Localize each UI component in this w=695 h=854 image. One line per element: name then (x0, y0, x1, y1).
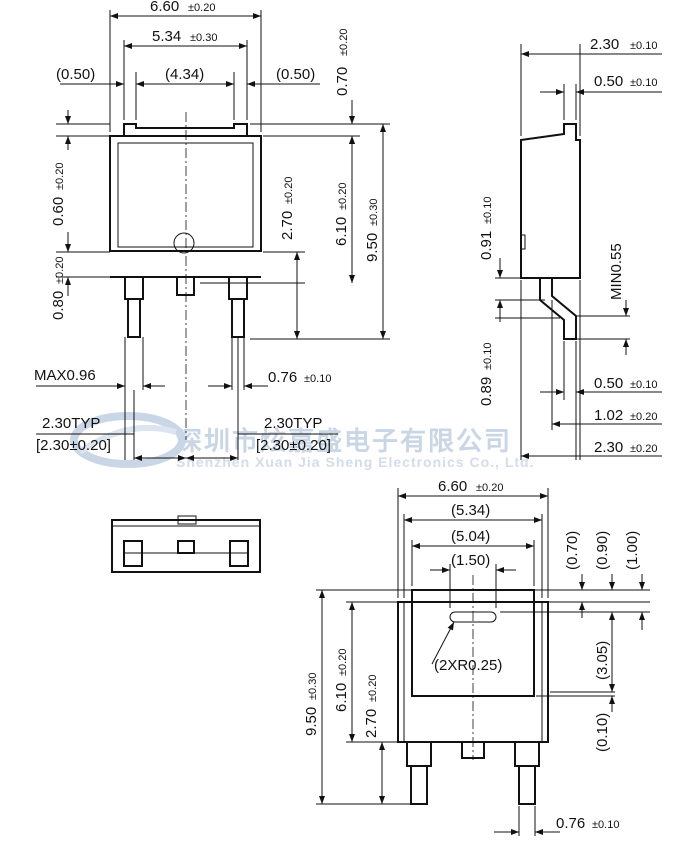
svg-text:±0.20: ±0.20 (630, 443, 657, 455)
dim-front-5.34: 5.34 (152, 28, 181, 45)
dim-front-6.10: 6.10 (333, 217, 350, 246)
svg-text:±0.20: ±0.20 (283, 177, 295, 204)
svg-text:±0.10: ±0.10 (304, 373, 331, 385)
watermark: 深圳市炫嘉盛电子有限公司 Shenzhen Xuan Jia Sheng Ele… (70, 412, 535, 470)
svg-text:±0.20: ±0.20 (338, 29, 350, 56)
dim-front-6.60: 6.60 (150, 0, 179, 15)
svg-text:±0.10: ±0.10 (482, 197, 494, 224)
front-lead-left (127, 298, 141, 338)
dim-bottom-3.05: (3.05) (594, 641, 611, 680)
watermark-cn: 深圳市炫嘉盛电子有限公司 (176, 426, 512, 456)
dim-front-0.76: 0.76 (268, 369, 297, 386)
side-lead (539, 278, 577, 340)
front-body-outline (109, 135, 262, 252)
end-view (111, 515, 261, 573)
svg-text:±0.10: ±0.10 (630, 77, 657, 89)
bottom-lead-right (518, 765, 536, 805)
dim-side-2.30-bottom: 2.30 (594, 439, 623, 456)
svg-text:±0.20: ±0.20 (188, 2, 215, 14)
company-logo (70, 412, 186, 468)
dim-front-2.70: 2.70 (279, 211, 296, 240)
end-view-lead-center (177, 540, 195, 554)
dim-bottom-9.50: 9.50 (303, 707, 320, 736)
dim-side-0.91: 0.91 (478, 231, 495, 260)
dim-bottom-5.04: (5.04) (451, 528, 490, 545)
dim-front-pitch-left: 2.30TYP (42, 415, 100, 432)
front-tab (123, 123, 248, 136)
dim-front-0.60: 0.60 (50, 197, 67, 226)
dim-side-1.02: 1.02 (594, 407, 623, 424)
svg-text:±0.20: ±0.20 (337, 649, 349, 676)
dim-front-max0.96: MAX0.96 (34, 367, 96, 384)
dim-side-0.50-bottom: 0.50 (594, 375, 623, 392)
dim-bottom-0.10: (0.10) (594, 713, 611, 752)
svg-text:±0.20: ±0.20 (367, 675, 379, 702)
svg-text:±0.20: ±0.20 (476, 482, 503, 494)
dim-side-2.30: 2.30 (590, 36, 619, 53)
dim-bottom-5.34: (5.34) (451, 502, 490, 519)
mounting-hole (173, 232, 195, 254)
front-lead-right (231, 298, 245, 338)
dim-bottom-1.00: (1.00) (624, 531, 641, 570)
dim-front-4.34: (4.34) (165, 66, 204, 83)
dim-front-0.80: 0.80 (50, 291, 67, 320)
bottom-lead-left (410, 765, 428, 805)
front-lead-left-top (124, 276, 144, 300)
watermark-en: Shenzhen Xuan Jia Sheng Electronics Co.,… (176, 454, 535, 470)
end-view-body (111, 519, 261, 573)
dim-front-pitch-right: 2.30TYP (264, 415, 322, 432)
svg-text:±0.10: ±0.10 (630, 40, 657, 52)
svg-text:±0.20: ±0.20 (54, 163, 66, 190)
svg-text:±0.10: ±0.10 (630, 379, 657, 391)
bottom-lead-left-top (406, 741, 432, 767)
dim-front-0.70: 0.70 (334, 67, 351, 96)
dim-front-pitch-right-tol: [2.30±0.20] (256, 437, 331, 454)
front-lead-right-top (228, 276, 248, 300)
dim-bottom-0.90: (0.90) (594, 531, 611, 570)
dim-bottom-2.70: 2.70 (363, 709, 380, 738)
front-body-inner (117, 142, 254, 248)
dim-front-9.50: 9.50 (364, 233, 381, 262)
svg-text:±0.30: ±0.30 (307, 673, 319, 700)
svg-text:±0.30: ±0.30 (368, 199, 380, 226)
dim-side-0.89: 0.89 (478, 377, 495, 406)
svg-text:±0.20: ±0.20 (337, 183, 349, 210)
svg-text:±0.10: ±0.10 (482, 343, 494, 370)
side-view: 2.30 ±0.10 0.50 ±0.10 0.91 ±0.10 0.89 ±0… (478, 36, 662, 460)
bottom-lead-right-top (514, 741, 540, 767)
dim-bottom-6.60: 6.60 (438, 478, 467, 495)
dim-side-0.50-top: 0.50 (594, 73, 623, 90)
dim-side-min0.55: MIN0.55 (608, 243, 625, 300)
svg-text:±0.10: ±0.10 (592, 819, 619, 831)
dim-bottom-0.76: 0.76 (556, 815, 585, 832)
dim-bottom-1.50: (1.50) (451, 552, 490, 569)
dim-bottom-radius: (2XR0.25) (434, 657, 502, 674)
front-view: 6.60 ±0.20 5.34 ±0.30 (0.50) (4.34) (0.5… (34, 0, 390, 461)
svg-text:±0.30: ±0.30 (190, 32, 217, 44)
bottom-view: 6.60 ±0.20 (5.34) (5.04) (1.50) (2XR0.25… (303, 478, 650, 836)
dim-front-0.50-left: (0.50) (56, 66, 95, 83)
dim-front-pitch-left-tol: [2.30±0.20] (36, 437, 111, 454)
front-lead-center (176, 276, 195, 296)
dim-bottom-6.10: 6.10 (333, 683, 350, 712)
svg-text:±0.20: ±0.20 (54, 257, 66, 284)
dim-bottom-0.70: (0.70) (564, 531, 581, 570)
svg-text:±0.20: ±0.20 (630, 411, 657, 423)
side-body (520, 123, 581, 279)
dim-front-0.50-right: (0.50) (276, 66, 315, 83)
